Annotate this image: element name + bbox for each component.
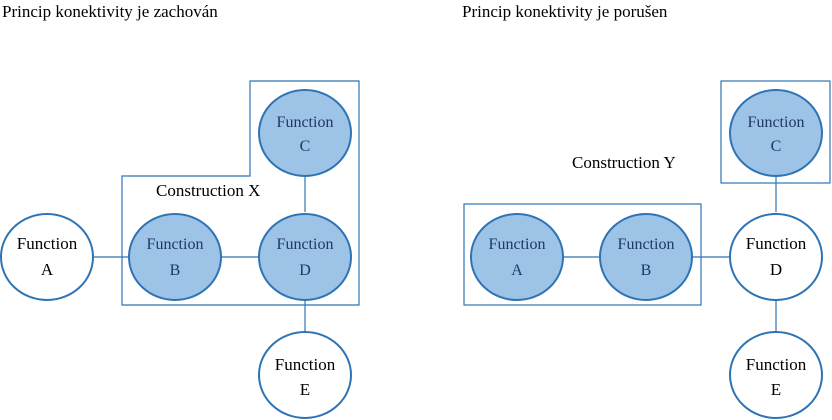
left-node-b-line2: B [170, 262, 181, 279]
left-node-b: Function B [128, 213, 222, 301]
right-node-b-line1: Function [618, 236, 675, 253]
right-node-d-line1: Function [746, 234, 807, 253]
left-node-e-line2: E [300, 380, 310, 399]
right-node-d-line2: D [770, 260, 782, 279]
left-node-d: Function D [258, 213, 352, 301]
right-node-c-line1: Function [748, 114, 805, 131]
left-node-a: Function A [0, 213, 94, 301]
left-node-a-line1: Function [17, 234, 78, 253]
right-node-a-line1: Function [489, 236, 546, 253]
left-node-c-line2: C [300, 138, 311, 155]
left-node-c: Function C [258, 89, 352, 177]
right-node-c: Function C [729, 89, 823, 177]
left-node-e: Function E [258, 331, 352, 419]
right-node-e: Function E [729, 331, 823, 419]
right-node-e-line1: Function [746, 355, 807, 374]
left-node-c-line1: Function [277, 114, 334, 131]
construction-y-frame [463, 203, 702, 306]
right-node-b-line2: B [641, 262, 652, 279]
right-title: Princip konektivity je porušen [462, 2, 668, 21]
left-title: Princip konektivity je zachován [2, 2, 218, 21]
construction-x-frame [121, 80, 360, 306]
left-node-b-line1: Function [147, 236, 204, 253]
right-node-a-line2: A [511, 262, 523, 279]
left-node-d-line1: Function [277, 236, 334, 253]
right-node-c-line2: C [771, 138, 782, 155]
construction-y-label: Construction Y [572, 153, 676, 172]
left-node-a-line2: A [41, 260, 54, 279]
right-node-e-line2: E [771, 380, 781, 399]
right-node-d: Function D [729, 213, 823, 301]
right-node-b: Function B [599, 213, 693, 301]
right-node-a: Function A [470, 213, 564, 301]
left-node-e-line1: Function [275, 355, 336, 374]
left-node-d-line2: D [299, 262, 311, 279]
construction-x-label: Construction X [156, 181, 260, 200]
